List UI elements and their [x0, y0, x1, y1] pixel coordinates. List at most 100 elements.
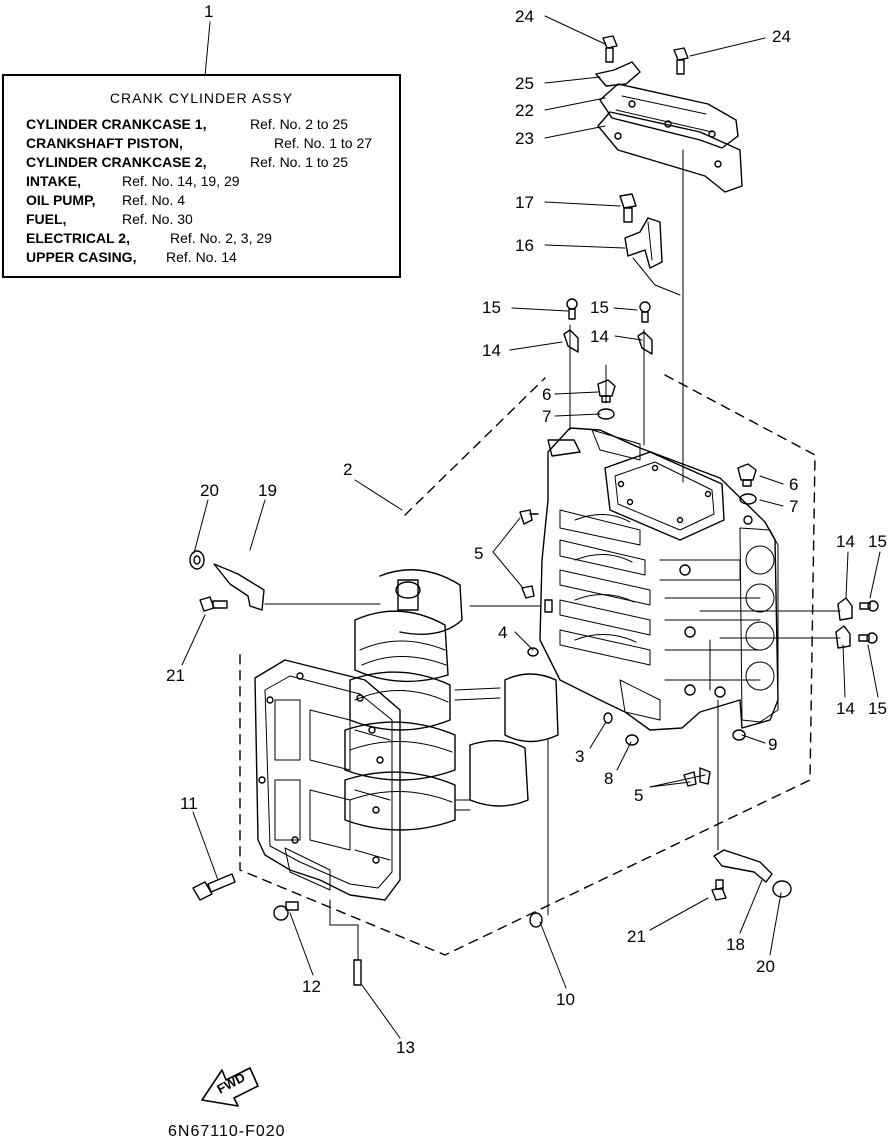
assy-row: CYLINDER CRANKCASE 1, Ref. No. 2 to 25	[26, 116, 348, 132]
leader-lines	[181, 15, 881, 1039]
fitting-5-upper	[519, 509, 539, 525]
bracket-18	[713, 849, 773, 883]
callout-6: 6	[542, 385, 551, 404]
assy-row-ref: Ref. No. 4	[122, 192, 186, 208]
collar-10	[529, 912, 543, 928]
assy-row-name: ELECTRICAL 2,	[26, 230, 130, 246]
cylinder-block	[539, 427, 779, 731]
assy-row-name: CYLINDER CRANKCASE 1,	[26, 116, 207, 132]
callout-24: 24	[772, 27, 791, 46]
fitting-5-middle	[521, 585, 535, 599]
callout-15: 15	[590, 298, 609, 317]
fitting-5-lower	[683, 767, 711, 787]
cover-plate	[599, 83, 739, 149]
assy-row: CYLINDER CRANKCASE 2, Ref. No. 1 to 25	[26, 154, 348, 170]
fwd-arrow	[201, 1067, 259, 1107]
callout-20: 20	[200, 481, 219, 500]
assy-row-name: CRANKSHAFT PISTON,	[26, 135, 183, 151]
callout-23: 23	[515, 129, 534, 148]
callout-20: 20	[756, 957, 775, 976]
callout-11: 11	[180, 794, 198, 813]
callout-2: 2	[343, 460, 352, 479]
callout-17: 17	[515, 193, 534, 212]
assy-row-name: FUEL,	[26, 211, 67, 227]
callout-6: 6	[789, 475, 798, 494]
figure-code: 6N67110-F020	[168, 1123, 286, 1140]
assy-row: OIL PUMP, Ref. No. 4	[26, 192, 185, 208]
callout-22: 22	[515, 101, 534, 120]
assy-row-name: UPPER CASING,	[26, 249, 137, 265]
clamp-16	[624, 217, 663, 269]
assy-row-name: OIL PUMP,	[26, 192, 96, 208]
stud-13	[353, 959, 362, 986]
screw-15-right-upper	[859, 600, 879, 612]
bolt-6-right	[737, 463, 757, 487]
crankshaft	[344, 569, 501, 831]
callout-12: 12	[302, 977, 321, 996]
bolt-24-right	[673, 47, 689, 75]
assy-row-ref: Ref. No. 30	[122, 211, 193, 227]
callout-14: 14	[482, 341, 501, 360]
cap-20-right	[772, 880, 792, 898]
plug-4	[527, 647, 539, 657]
pin-3	[603, 712, 613, 724]
bracket-14-right-upper	[837, 597, 853, 621]
screw-15-top-left	[566, 298, 578, 320]
callout-25: 25	[515, 74, 534, 93]
callout-14: 14	[836, 532, 855, 551]
callout-15: 15	[482, 298, 501, 317]
callout-7: 7	[542, 407, 551, 426]
crankcase-half	[254, 659, 401, 901]
bolt-17	[619, 193, 637, 223]
grommet-9	[732, 729, 746, 741]
collar-8	[625, 734, 639, 746]
assy-row: ELECTRICAL 2, Ref. No. 2, 3, 29	[26, 230, 272, 246]
assy-row-ref: Ref. No. 2, 3, 29	[170, 230, 272, 246]
cover-gasket	[597, 111, 743, 193]
assy-row-ref: Ref. No. 14, 19, 29	[122, 173, 240, 189]
cap-20-left	[189, 550, 205, 570]
callout-19: 19	[258, 481, 277, 500]
assy-row-ref: Ref. No. 14	[166, 249, 237, 265]
callout-4: 4	[498, 623, 507, 642]
assy-title: CRANK CYLINDER ASSY	[109, 90, 294, 106]
callout-14: 14	[590, 327, 609, 346]
bolt-24-left	[602, 35, 618, 63]
callout-16: 16	[515, 236, 534, 255]
callout-5: 5	[474, 544, 483, 563]
callout-10: 10	[556, 990, 575, 1009]
assy-row-ref: Ref. No. 1 to 27	[274, 135, 373, 151]
bolt-6-top	[597, 379, 616, 403]
bolt-11	[192, 873, 236, 901]
assy-row: UPPER CASING, Ref. No. 14	[26, 249, 237, 265]
washer-7-top	[597, 408, 615, 420]
callout-13: 13	[396, 1038, 415, 1057]
screw-15-right-lower	[858, 632, 878, 644]
callout-15: 15	[868, 532, 887, 551]
callout-1: 1	[204, 2, 213, 21]
assy-row-ref: Ref. No. 1 to 25	[250, 154, 349, 170]
assy-row-ref: Ref. No. 2 to 25	[250, 116, 349, 132]
callout-14: 14	[836, 699, 855, 718]
bracket-14-right-lower	[835, 625, 851, 649]
bracket-14-top-left	[563, 329, 579, 353]
assy-row: FUEL, Ref. No. 30	[26, 211, 193, 227]
bracket-14-top-right	[637, 331, 653, 355]
screw-15-top-right	[639, 301, 651, 323]
callout-5: 5	[634, 786, 643, 805]
callout-9: 9	[768, 735, 777, 754]
callout-21: 21	[166, 666, 185, 685]
assy-info-box: CRANK CYLINDER ASSY CYLINDER CRANKCASE 1…	[2, 74, 401, 278]
callout-8: 8	[604, 769, 613, 788]
bolt-21-left	[199, 596, 228, 612]
callout-18: 18	[726, 935, 745, 954]
assembly-outline-dashed	[239, 374, 816, 956]
bracket-19	[213, 563, 265, 611]
bolt-21-right	[711, 879, 727, 901]
piston-upper	[504, 673, 559, 743]
bolt-12	[273, 901, 299, 921]
piston-lower	[469, 740, 529, 807]
callout-7: 7	[789, 497, 798, 516]
callout-21: 21	[627, 927, 646, 946]
